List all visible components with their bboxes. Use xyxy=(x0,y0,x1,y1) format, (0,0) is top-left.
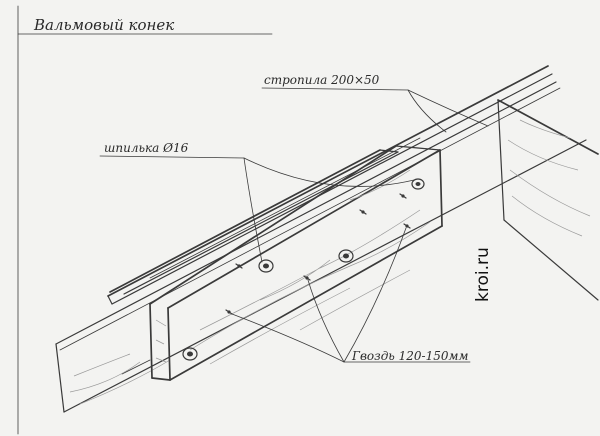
label-nails: Гвоздь 120-150мм xyxy=(351,349,468,363)
side-rafter xyxy=(497,99,599,301)
stud-1 xyxy=(182,347,198,361)
stud-2 xyxy=(258,259,274,273)
nail-1 xyxy=(225,309,233,315)
ridge-beam xyxy=(55,65,561,351)
diagram-title: Вальмовый конек xyxy=(33,16,174,34)
nail-6 xyxy=(399,193,407,199)
nail-5 xyxy=(403,223,411,229)
splice-board xyxy=(149,145,443,381)
stud-4 xyxy=(411,178,425,190)
nail-4 xyxy=(359,209,367,215)
label-stud: шпилька Ø16 xyxy=(104,141,189,155)
stud-bolts xyxy=(182,178,425,361)
nails xyxy=(225,193,411,315)
leader-lines xyxy=(99,87,489,363)
stud-3 xyxy=(338,249,354,263)
nail-3 xyxy=(303,275,311,281)
nail-2 xyxy=(235,263,243,269)
watermark-text: kroi.ru xyxy=(473,247,493,302)
label-rafters: стропила 200×50 xyxy=(264,73,380,87)
